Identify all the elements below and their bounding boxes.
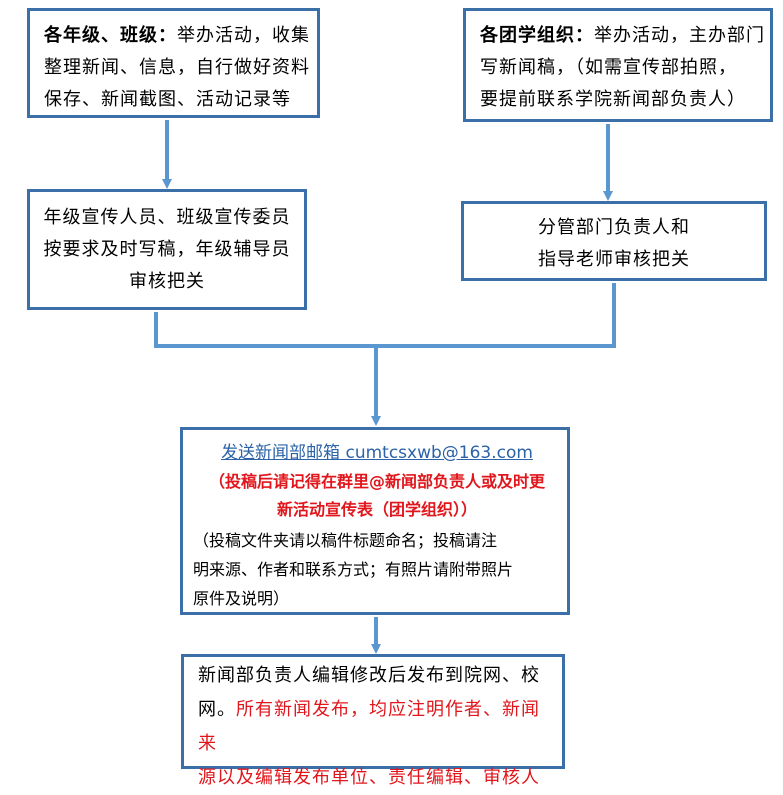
org-box-text1: 举办活动，主办部门 <box>594 25 765 46</box>
org-review-line1: 分管部门负责人和 <box>538 217 690 238</box>
publish-line2-black: 网。 <box>198 699 236 720</box>
merge-connector <box>154 283 616 348</box>
grade-review-line2: 按要求及时写稿，年级辅导员 <box>43 239 291 260</box>
grade-box-label: 各年级、班级： <box>44 25 177 46</box>
student-org-box: 各团学组织：举办活动，主办部门 写新闻稿，（如需宣传部拍照， 要提前联系学院新闻… <box>463 8 773 122</box>
submit-notice-line1: （投稿后请记得在群里@新闻部负责人或及时更 <box>208 472 545 491</box>
grade-box-line3: 保存、新闻截图、活动记录等 <box>44 89 291 110</box>
publish-line3: 源以及编辑发布单位、责任编辑、审核人 <box>198 767 540 788</box>
org-box-label: 各团学组织： <box>480 25 594 46</box>
grade-box-text1: 举办活动，收集 <box>177 25 310 46</box>
submit-instructions-line2: 明来源、作者和联系方式；有照片请附带照片 <box>193 560 514 579</box>
publish-line1: 新闻部负责人编辑修改后发布到院网、校 <box>198 665 540 686</box>
publish-box: 新闻部负责人编辑修改后发布到院网、校 网。所有新闻发布，均应注明作者、新闻来 源… <box>181 654 565 788</box>
grade-box-line1: 各年级、班级：举办活动，收集 <box>44 20 317 52</box>
grade-review-line1: 年级宣传人员、班级宣传委员 <box>43 207 291 228</box>
publish-line2-red: 所有新闻发布，均应注明作者、新闻来 <box>198 699 540 754</box>
grade-review-box: 年级宣传人员、班级宣传委员 按要求及时写稿，年级辅导员 审核把关 <box>27 189 307 310</box>
org-review-box: 分管部门负责人和 指导老师审核把关 <box>461 201 767 281</box>
grade-class-box: 各年级、班级：举办活动，收集 整理新闻、信息，自行做好资料 保存、新闻截图、活动… <box>27 8 320 118</box>
org-box-line3: 要提前联系学院新闻部负责人） <box>480 89 746 110</box>
submit-instructions: （投稿文件夹请以稿件标题命名；投稿请注 明来源、作者和联系方式；有照片请附带照片… <box>193 526 561 613</box>
submit-email-box: 发送新闻部邮箱 cumtcsxwb@163.com （投稿后请记得在群里@新闻部… <box>180 427 570 615</box>
org-box-line2: 写新闻稿，（如需宣传部拍照， <box>480 57 737 78</box>
grade-box-line2: 整理新闻、信息，自行做好资料 <box>44 57 310 78</box>
submit-instructions-line1: （投稿文件夹请以稿件标题命名；投稿请注 <box>193 531 498 550</box>
submit-notice-line2: 新活动宣传表（团学组织）） <box>276 500 477 519</box>
org-review-line2: 指导老师审核把关 <box>538 249 690 270</box>
publish-line2: 网。所有新闻发布，均应注明作者、新闻来 <box>198 693 556 761</box>
submit-instructions-line3: 原件及说明） <box>193 589 290 608</box>
org-box-line1: 各团学组织：举办活动，主办部门 <box>480 20 770 52</box>
email-link[interactable]: 发送新闻部邮箱 cumtcsxwb@163.com <box>221 443 533 463</box>
grade-review-line3: 审核把关 <box>129 271 205 292</box>
flow-connectors <box>154 120 616 654</box>
